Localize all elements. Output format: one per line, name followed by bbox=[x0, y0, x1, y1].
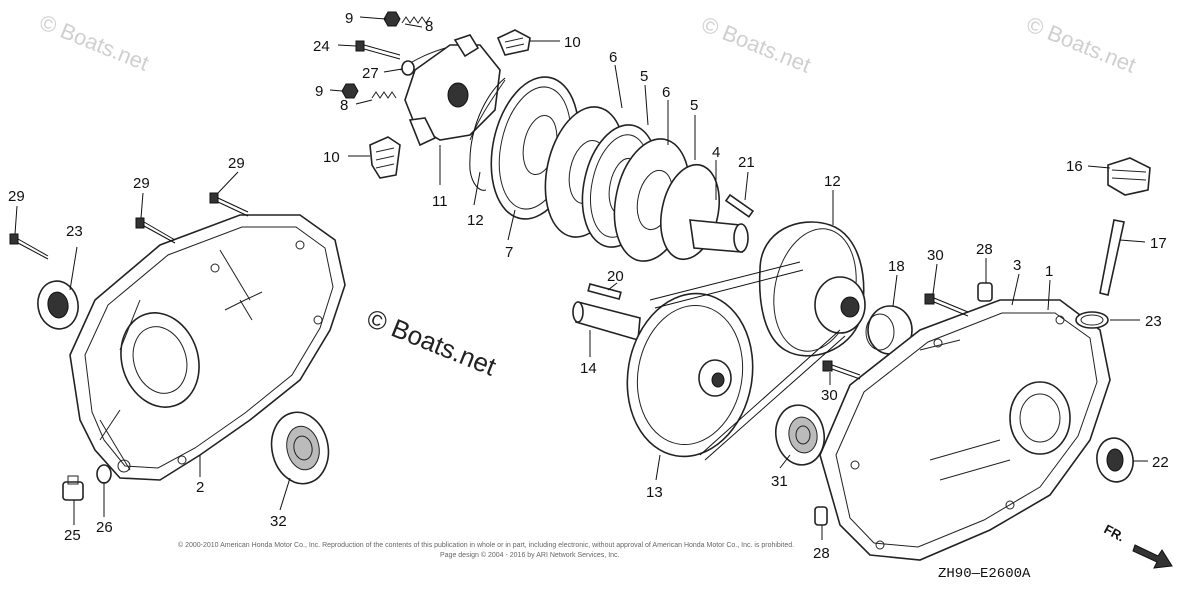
callout-29-right: 29 bbox=[228, 155, 245, 172]
callout-24: 24 bbox=[313, 38, 330, 55]
bolt-30-bottom bbox=[822, 360, 861, 380]
watermark-center: © Boats.net bbox=[363, 303, 501, 382]
key-19 bbox=[587, 283, 622, 301]
callout-3: 3 bbox=[1013, 257, 1021, 274]
callout-18: 18 bbox=[888, 258, 905, 275]
watermark-top-middle: © Boats.net bbox=[698, 11, 814, 77]
dowel-pin-28-top bbox=[977, 282, 993, 302]
callout-9-bottom: 9 bbox=[315, 83, 323, 100]
callout-8-top: 8 bbox=[425, 18, 433, 35]
callout-26: 26 bbox=[96, 519, 113, 536]
callout-32: 32 bbox=[270, 513, 287, 530]
callout-11: 11 bbox=[432, 193, 448, 210]
callout-28-bottom: 28 bbox=[813, 545, 830, 562]
callout-30-top: 30 bbox=[927, 247, 944, 264]
callout-16: 16 bbox=[1066, 158, 1083, 175]
leader-lines bbox=[14, 16, 1148, 540]
callout-29-middle: 29 bbox=[133, 175, 150, 192]
callout-25: 25 bbox=[64, 527, 81, 544]
left-transmission-cover bbox=[69, 214, 346, 481]
front-arrow-icon bbox=[1132, 544, 1173, 569]
front-label: FR. bbox=[1102, 521, 1128, 544]
callout-30-bottom: 30 bbox=[821, 387, 838, 404]
callout-9-top: 9 bbox=[345, 10, 353, 27]
countershaft-15 bbox=[572, 300, 641, 342]
callout-2: 2 bbox=[196, 479, 204, 496]
clutch-hub-4 bbox=[660, 163, 749, 261]
watermark-top-left: © Boats.net bbox=[36, 9, 152, 75]
front-direction-marker: FR. bbox=[1102, 521, 1173, 569]
callout-7: 7 bbox=[505, 244, 513, 261]
oil-seal-22 bbox=[37, 280, 79, 330]
copyright-line-2: Page design © 2004 - 2016 by ARI Network… bbox=[440, 551, 620, 559]
callout-15: 14 bbox=[580, 360, 597, 377]
diagram-code: ZH90—E2600A bbox=[938, 566, 1031, 582]
callout-29-left: 29 bbox=[8, 188, 25, 205]
callout-10-left: 10 bbox=[323, 149, 340, 166]
callout-6-left: 6 bbox=[609, 49, 617, 66]
callout-5-left: 5 bbox=[640, 68, 648, 85]
dowel-pin-28-bottom bbox=[814, 506, 828, 526]
key-20 bbox=[724, 193, 755, 218]
callout-14: 13 bbox=[646, 484, 663, 501]
drive-chain-14 bbox=[626, 261, 846, 461]
bearing-32 bbox=[270, 411, 330, 485]
callout-23: 23 bbox=[1145, 313, 1162, 330]
callout-5-right: 5 bbox=[690, 97, 698, 114]
bolt-29-left bbox=[9, 233, 49, 260]
callout-21: 22 bbox=[1152, 454, 1169, 471]
bolt-29-middle bbox=[135, 217, 176, 244]
callout-12: 12 bbox=[467, 212, 484, 229]
callout-8-bottom: 8 bbox=[340, 97, 348, 114]
watermark-top-right: © Boats.net bbox=[1023, 11, 1139, 77]
copyright-line-1: © 2000-2010 American Honda Motor Co., In… bbox=[178, 541, 794, 549]
bolt-30-top bbox=[924, 293, 969, 317]
callout-labels: 9 8 10 24 27 9 8 10 11 12 7 6 5 6 5 4 21… bbox=[8, 10, 1169, 562]
callout-19: 20 bbox=[607, 268, 624, 285]
right-transmission-cover-1 bbox=[819, 299, 1111, 561]
clutch-assembly bbox=[341, 11, 531, 191]
callout-6-right: 6 bbox=[662, 84, 670, 101]
bolt-29-right bbox=[209, 192, 249, 217]
drain-plug-25 bbox=[62, 475, 84, 501]
callout-13: 12 bbox=[824, 173, 841, 190]
callout-22: 23 bbox=[66, 223, 83, 240]
callout-31: 31 bbox=[771, 473, 788, 490]
o-ring-23 bbox=[1075, 311, 1109, 329]
callout-20: 21 bbox=[738, 154, 755, 171]
callout-1: 1 bbox=[1045, 263, 1053, 280]
dipstick-17 bbox=[1099, 219, 1125, 296]
callout-4: 4 bbox=[712, 144, 720, 161]
callout-27: 27 bbox=[362, 65, 379, 82]
callout-17: 17 bbox=[1150, 235, 1167, 252]
oil-seal-21 bbox=[1096, 437, 1134, 483]
oil-filler-cap-16 bbox=[1107, 157, 1151, 196]
driven-sprocket-housing-13 bbox=[758, 221, 866, 357]
bearing-31 bbox=[774, 404, 826, 466]
washer-26 bbox=[96, 464, 112, 484]
callout-10-top: 10 bbox=[564, 34, 581, 51]
callout-28-top: 28 bbox=[976, 241, 993, 258]
